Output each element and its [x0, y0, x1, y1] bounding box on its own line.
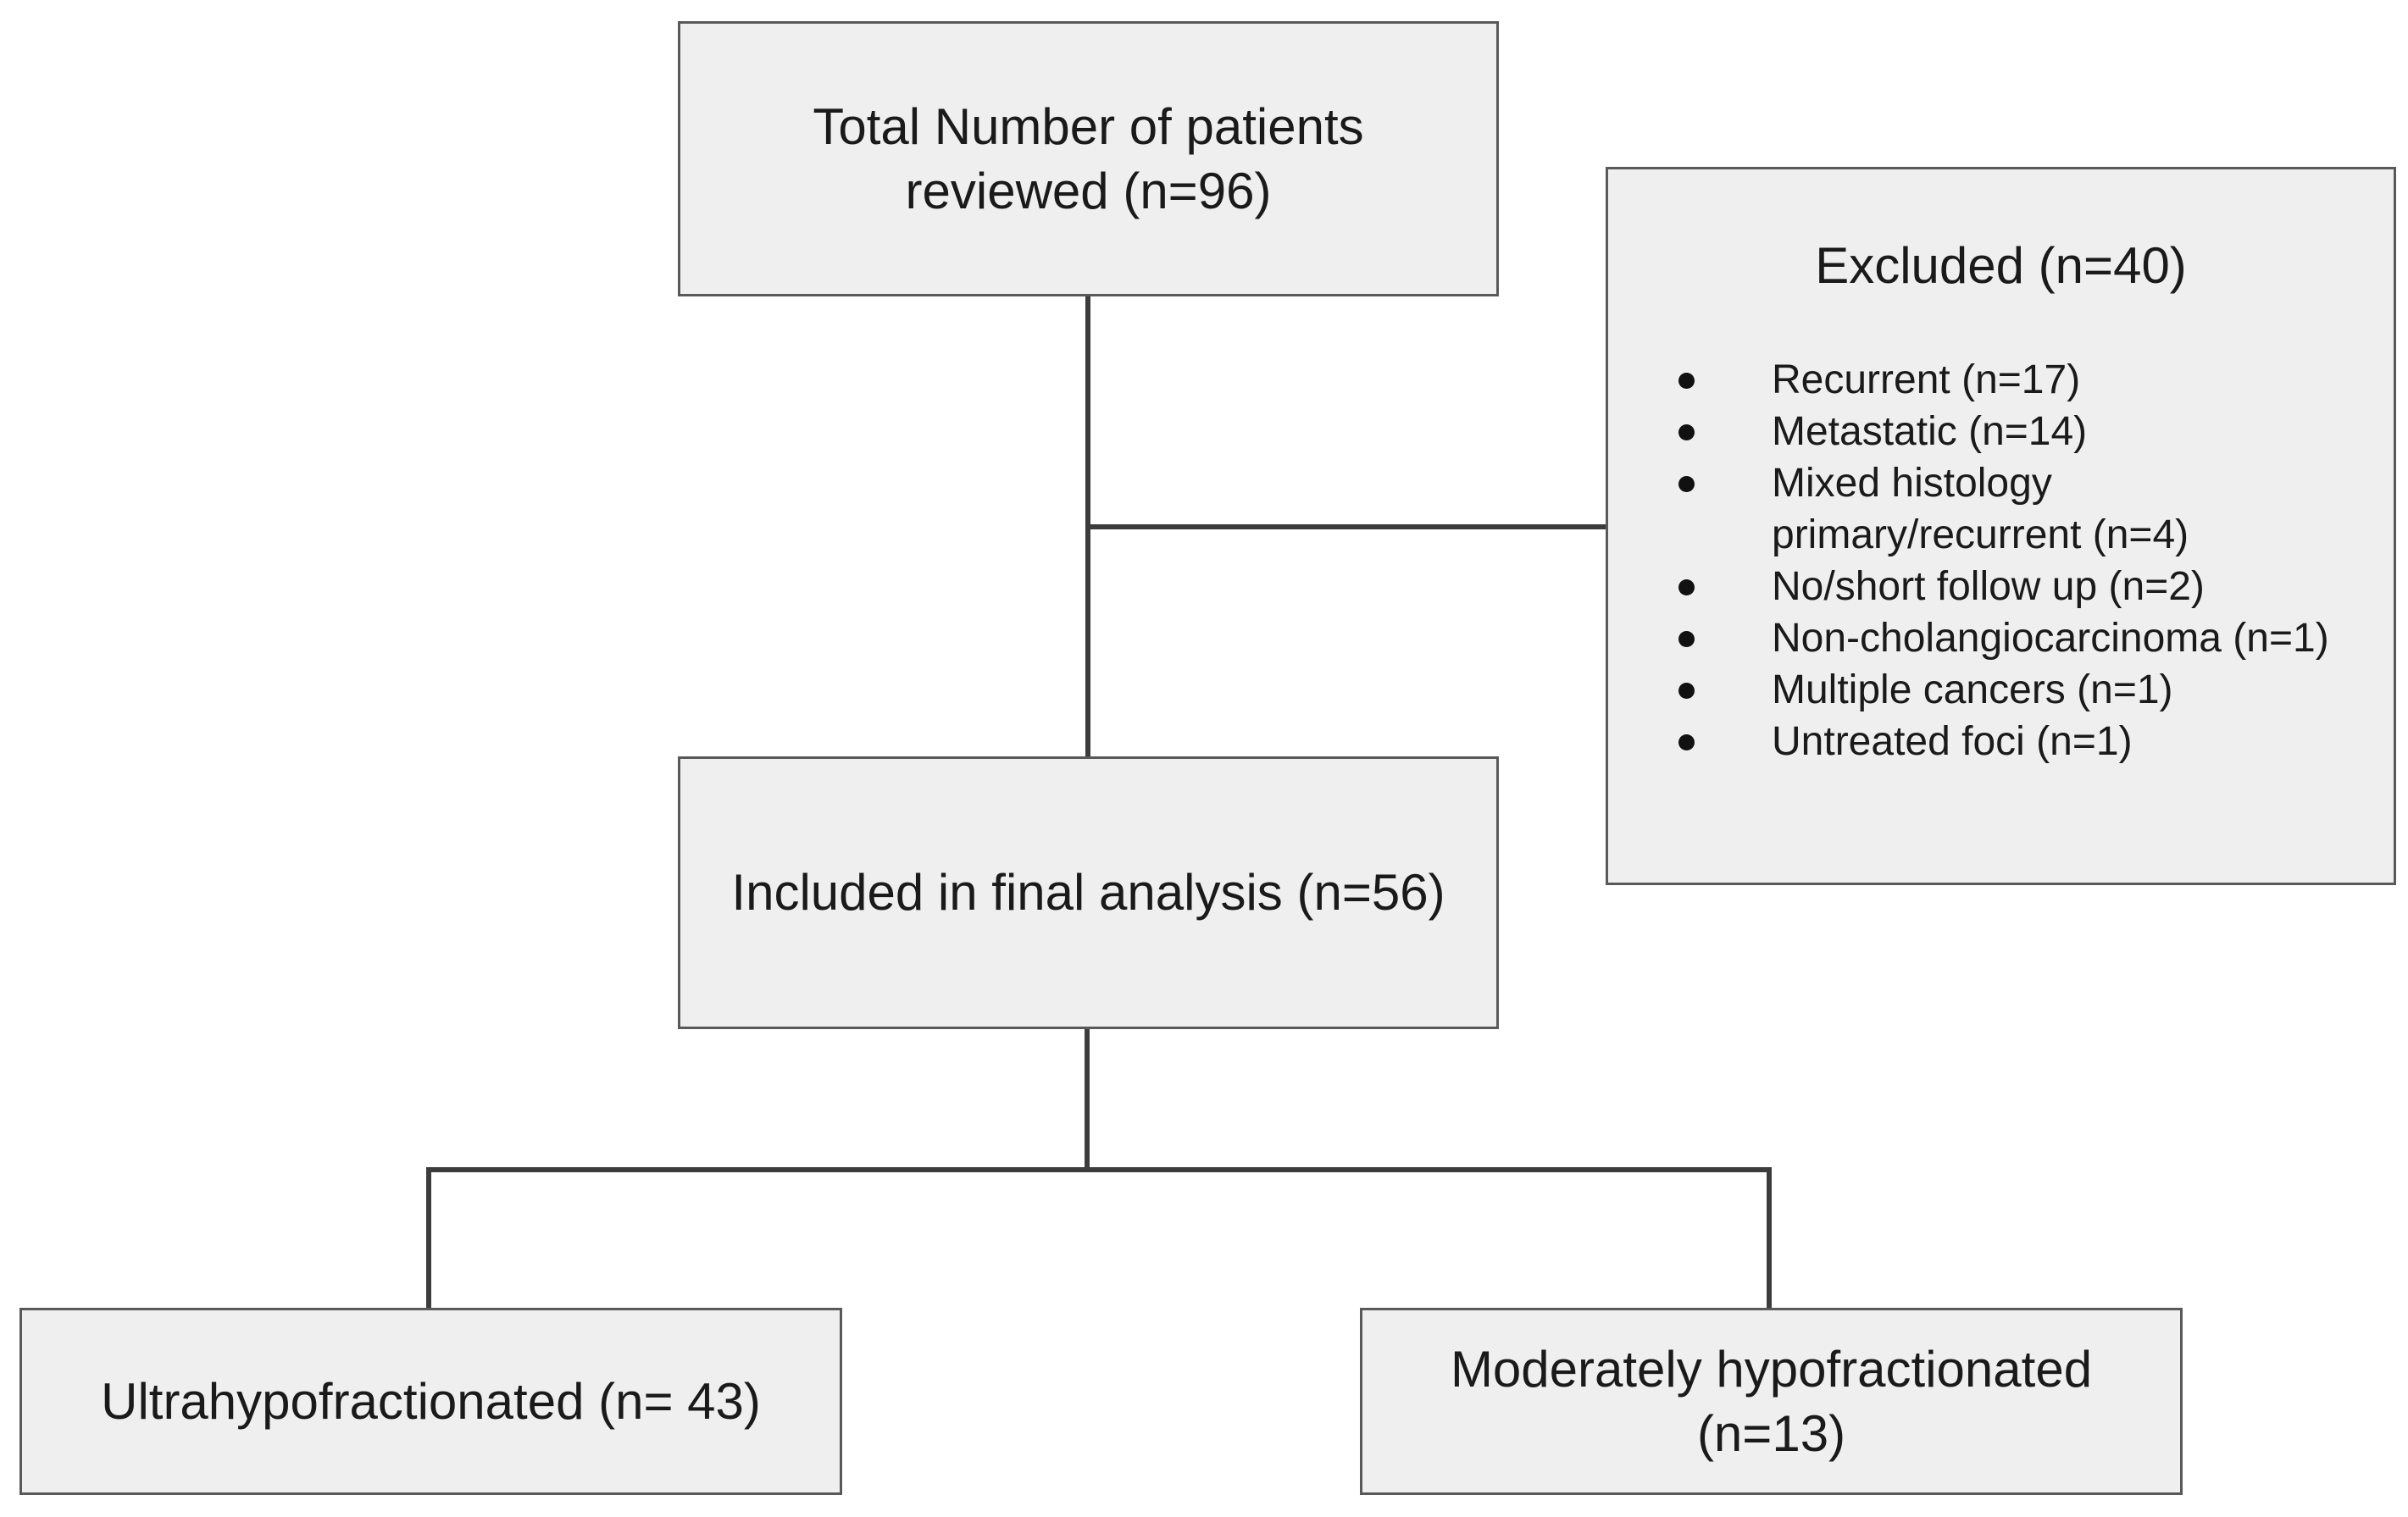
- bullet-icon: [1678, 734, 1695, 750]
- included-box: Included in final analysis (n=56): [678, 756, 1499, 1029]
- excluded-box: Excluded (n=40) Recurrent (n=17) Metastat…: [1606, 167, 2396, 885]
- moderately-hypofractionated-label: Moderately hypofractionated (n=13): [1450, 1340, 2093, 1462]
- excluded-reason-item: Multiple cancers (n=1): [1608, 664, 2329, 716]
- connector-to-excluded: [1085, 524, 1606, 529]
- connector-included-down: [1085, 1029, 1090, 1171]
- excluded-reason-text: Recurrent (n=17): [1772, 357, 2081, 402]
- excluded-reason-item: Mixed histology primary/recurrent (n=4): [1608, 457, 2329, 561]
- connector-to-ultra: [426, 1167, 431, 1308]
- included-label: Included in final analysis (n=56): [731, 864, 1445, 921]
- bullet-icon: [1678, 579, 1695, 595]
- ultrahypofractionated-label: Ultrahypofractionated (n= 43): [101, 1372, 761, 1430]
- excluded-reasons-list: Recurrent (n=17)Metastatic (n=14)Mixed h…: [1608, 354, 2329, 767]
- total-patients-label: Total Number of patients reviewed (n=96): [813, 97, 1364, 219]
- excluded-reason-text: Untreated foci (n=1): [1772, 719, 2133, 764]
- excluded-reason-item: Non-cholangiocarcinoma (n=1): [1608, 612, 2329, 664]
- excluded-reason-item: Metastatic (n=14): [1608, 406, 2329, 457]
- excluded-reason-text: Non-cholangiocarcinoma (n=1): [1772, 616, 2329, 661]
- connector-split-horizontal: [426, 1167, 1772, 1172]
- bullet-icon: [1678, 683, 1695, 699]
- excluded-reason-item: No/short follow up (n=2): [1608, 561, 2329, 612]
- excluded-reason-text: Mixed histology: [1772, 461, 2052, 506]
- connector-to-moderate: [1767, 1167, 1772, 1308]
- total-patients-box: Total Number of patients reviewed (n=96): [678, 21, 1499, 296]
- bullet-icon: [1678, 424, 1695, 440]
- ultrahypofractionated-box: Ultrahypofractionated (n= 43): [19, 1308, 842, 1495]
- excluded-reason-text: No/short follow up (n=2): [1772, 564, 2205, 609]
- excluded-reason-text-continued: primary/recurrent (n=4): [1772, 512, 2189, 557]
- excluded-reason-item: Recurrent (n=17): [1608, 354, 2329, 406]
- excluded-reason-item: Untreated foci (n=1): [1608, 716, 2329, 767]
- excluded-title: Excluded (n=40): [1815, 237, 2187, 294]
- excluded-reason-text: Multiple cancers (n=1): [1772, 667, 2173, 712]
- bullet-icon: [1678, 373, 1695, 389]
- excluded-reason-text: Metastatic (n=14): [1772, 409, 2088, 454]
- bullet-icon: [1678, 476, 1695, 492]
- moderately-hypofractionated-box: Moderately hypofractionated (n=13): [1360, 1308, 2183, 1495]
- bullet-icon: [1678, 631, 1695, 647]
